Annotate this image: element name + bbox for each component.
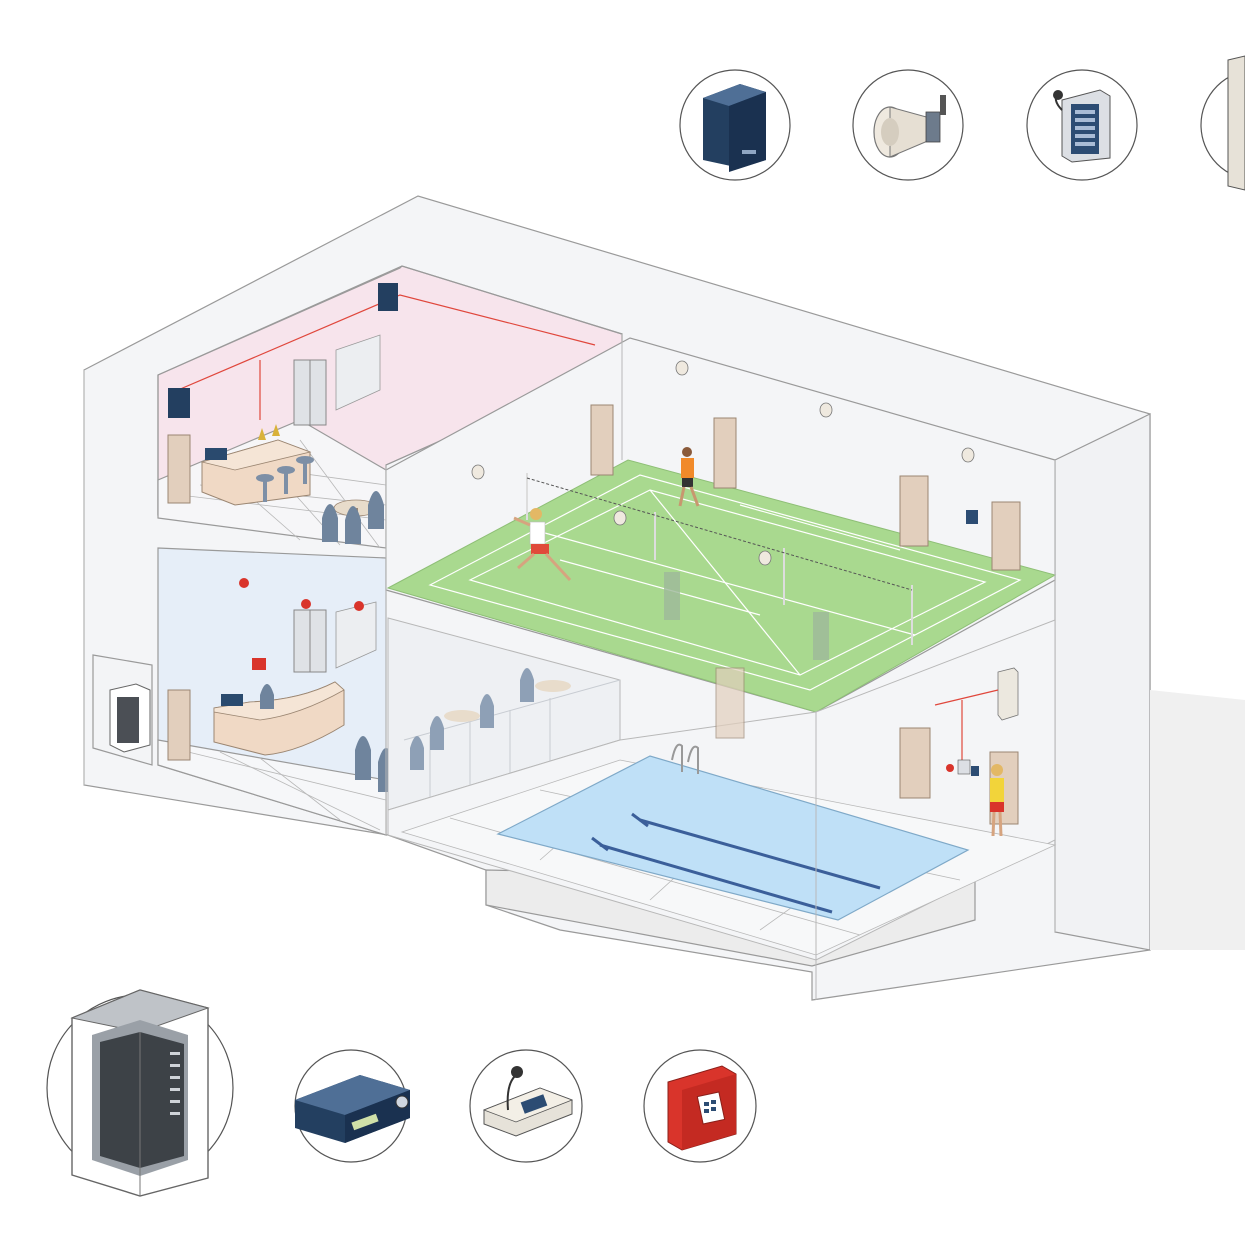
wall-intercom-panel-icon[interactable]	[1026, 69, 1138, 181]
badminton-hall	[385, 337, 1057, 713]
server-rack-icon[interactable]	[46, 989, 234, 1197]
player-white-shirt	[513, 508, 572, 582]
rack-room	[92, 654, 153, 766]
horn-speaker-icon[interactable]	[852, 69, 964, 181]
column-speaker-icon[interactable]	[1200, 55, 1245, 191]
paging-microphone-console-icon[interactable]	[469, 1049, 583, 1163]
amplifier-unit-icon[interactable]	[294, 1049, 410, 1163]
lifeguard-person	[990, 764, 1004, 837]
upper-cafe-room	[157, 265, 623, 549]
glass-cafe-area	[387, 617, 621, 811]
pool-hall	[387, 619, 1057, 961]
player-orange-shirt	[678, 447, 700, 507]
fire-alarm-panel-icon[interactable]	[643, 1049, 757, 1163]
speaker-box-icon[interactable]	[679, 69, 791, 181]
